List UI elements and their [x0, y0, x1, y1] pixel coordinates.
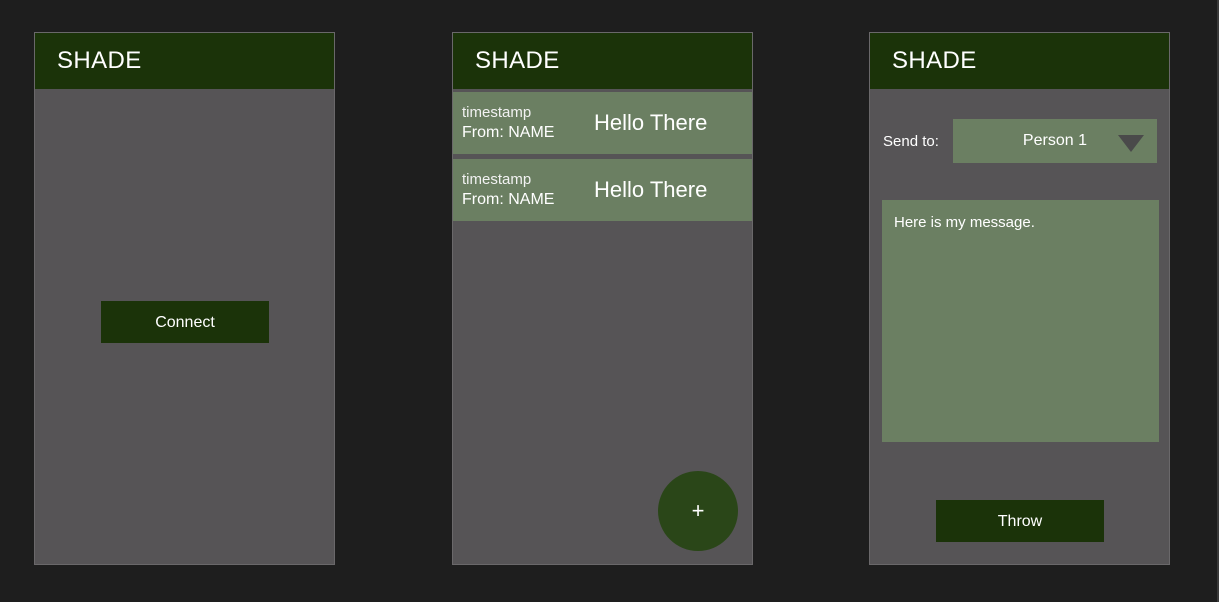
recipient-selected-value: Person 1	[1022, 132, 1087, 149]
message-timestamp: timestamp	[462, 171, 532, 188]
screen-body-inbox: timestamp From: NAME Hello There timesta…	[453, 89, 752, 564]
app-title: SHADE	[892, 47, 977, 74]
message-preview: Hello There	[594, 110, 708, 135]
phone-screen-compose: SHADE Send to: Person 1 Throw	[869, 32, 1170, 565]
throw-button[interactable]: Throw	[936, 500, 1104, 542]
app-bar: SHADE	[453, 33, 752, 89]
message-sender: From: NAME	[462, 191, 555, 208]
send-to-row: Send to: Person 1	[883, 119, 1157, 163]
phone-screen-connect: SHADE Connect	[34, 32, 335, 565]
connect-area: Connect	[35, 89, 334, 564]
message-list: timestamp From: NAME Hello There timesta…	[453, 89, 752, 221]
screen-body-compose: Send to: Person 1 Throw	[870, 89, 1169, 564]
message-meta: timestamp From: NAME	[462, 170, 584, 210]
phone-screen-inbox: SHADE timestamp From: NAME Hello There t…	[452, 32, 753, 565]
message-sender: From: NAME	[462, 124, 555, 141]
message-input[interactable]	[882, 200, 1159, 442]
screen-body-connect: Connect	[35, 89, 334, 564]
plus-icon: +	[691, 498, 705, 523]
recipient-dropdown[interactable]: Person 1	[952, 119, 1157, 163]
list-item[interactable]: timestamp From: NAME Hello There	[453, 92, 752, 154]
message-meta: timestamp From: NAME	[462, 103, 584, 143]
message-timestamp: timestamp	[462, 104, 532, 121]
send-to-label: Send to:	[883, 132, 939, 150]
app-bar: SHADE	[870, 33, 1169, 89]
list-item[interactable]: timestamp From: NAME Hello There	[453, 159, 752, 221]
chevron-down-icon	[1118, 135, 1144, 152]
add-message-fab[interactable]: +	[658, 471, 738, 551]
message-preview: Hello There	[594, 177, 708, 202]
app-title: SHADE	[475, 47, 560, 74]
app-title: SHADE	[57, 47, 142, 74]
connect-button[interactable]: Connect	[101, 301, 269, 343]
app-bar: SHADE	[35, 33, 334, 89]
